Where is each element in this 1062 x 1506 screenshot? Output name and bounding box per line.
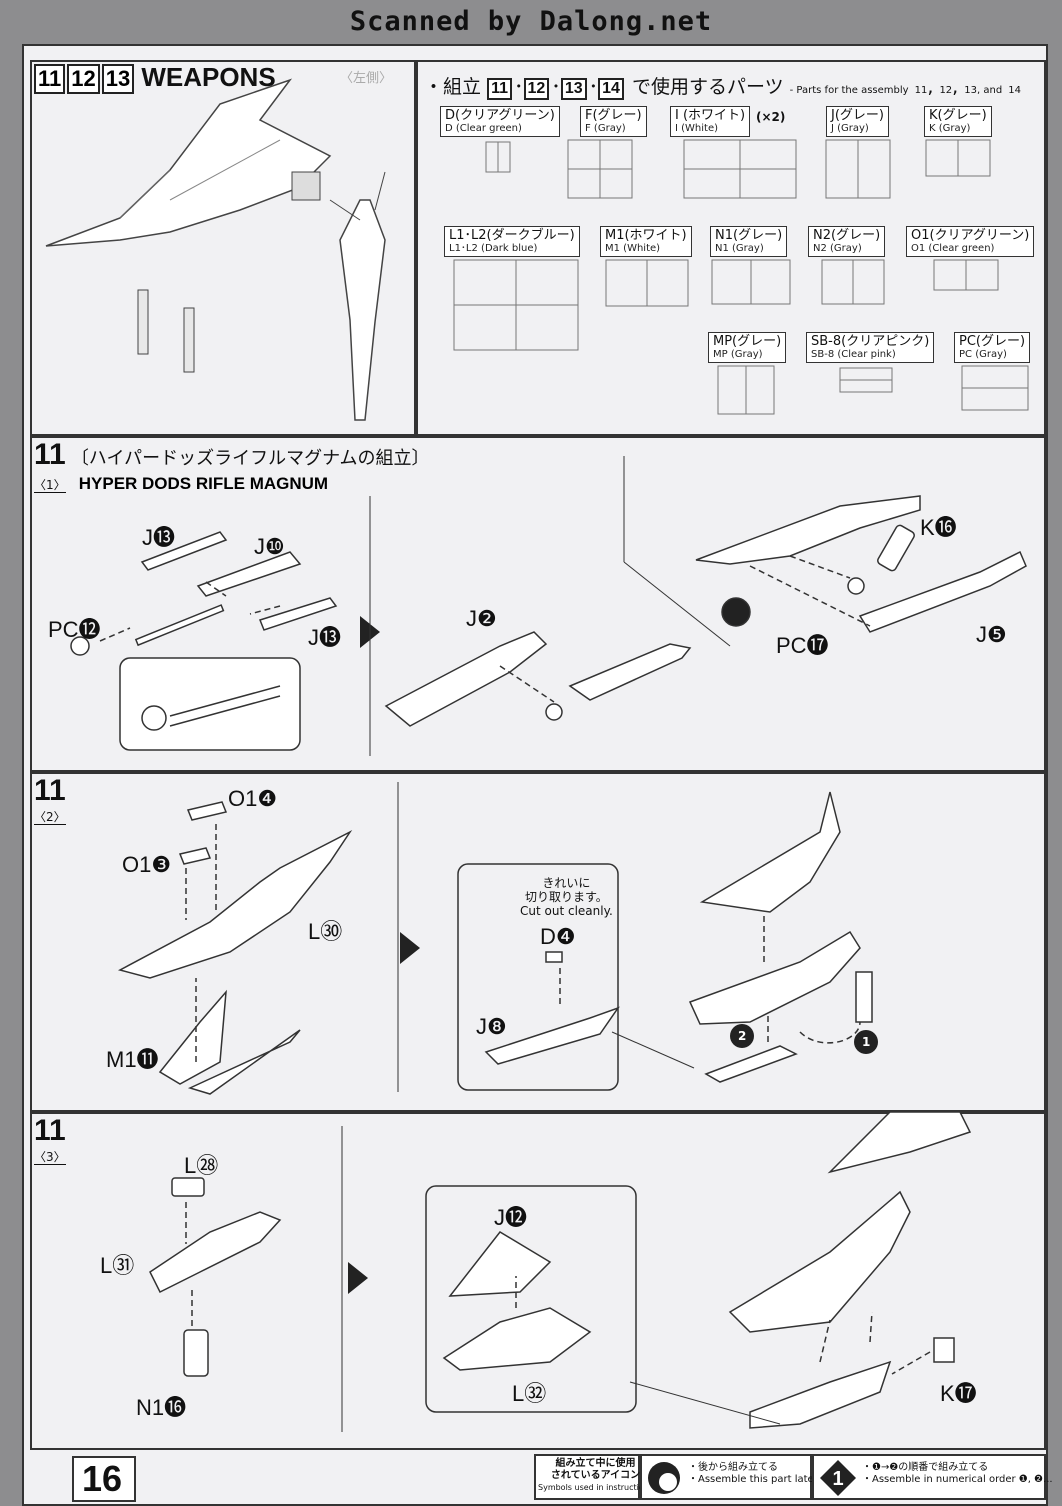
part-pc: PC(グレー)PC (Gray) [954,332,1031,363]
cut-note: きれいに切り取ります。Cut out cleanly. [520,876,613,918]
step-2-illustration [117,782,878,1095]
section-title: WEAPONS [141,62,276,92]
label-k16: K⓰ [920,515,957,540]
step-2-header: 11 〈2〉 [34,776,66,825]
label-o13: O1❸ [122,852,172,877]
section-step-12: 12 [67,64,100,94]
step-1-sub: 〈1〉 HYPER DODS RIFLE MAGNUM [34,474,329,493]
label-j10: J❿ [254,534,285,559]
label-j8: J❽ [476,1014,507,1039]
part-n1: N1(グレー)N1 (Gray) [710,226,788,257]
step-1-title-en: HYPER DODS RIFLE MAGNUM [78,474,329,493]
label-o14: O1❹ [228,786,278,811]
label-k17: K⓱ [940,1381,977,1406]
step-3-header: 11 〈3〉 [34,1116,66,1165]
label-l30: L㉚ [308,919,343,944]
section-step-13: 13 [101,64,135,94]
step-3-sub: 〈3〉 [34,1150,66,1165]
label-j12: J⓬ [494,1205,528,1230]
page-number: 16 [82,1458,123,1499]
part-n2: N2(グレー)N2 (Gray) [808,226,886,257]
label-j5: J❺ [976,622,1007,647]
corner-label: 〈左側〉 [340,71,393,86]
label-n16: N1⓰ [136,1395,187,1420]
part-j: J(グレー)J (Gray) [826,106,889,137]
part-m1: M1(ホワイト)M1 (White) [600,226,692,257]
step-1-panel [30,436,1046,772]
step-2-panel [30,772,1046,1112]
step-3-number: 11 [34,1114,66,1147]
parts-step-12: 12 [523,78,550,100]
part-o1: O1(クリアグリーン)O1 (Clear green) [906,226,1035,257]
part-l1-l2: L1･L2(ダークブルー)L1･L2 (Dark blue) [444,226,580,257]
order-1-badge: 1 [862,1035,871,1049]
label-j13a: J⓭ [142,525,176,550]
step-2-sub: 〈2〉 [34,810,66,825]
page-number-box [72,1456,136,1502]
legend-title-box [534,1454,640,1500]
part-i-count: (×2) [756,110,786,124]
label-l28: L㉘ [184,1153,219,1178]
watermark: Scanned by Dalong.net [349,6,713,37]
step-1-title-jp: 〔ハイパードッズライフルマグナムの組立〕 [70,448,430,469]
part-k: K(グレー)K (Gray) [924,106,992,137]
part-d: D(クリアグリーン)D (Clear green) [440,106,560,137]
step-3-panel [30,1112,1046,1450]
legend-order: ・❶→❷の順番で組み立てる・Assemble in numerical orde… [862,1462,1053,1485]
step-3-illustration [149,1111,972,1432]
assembly-order-icon: 1 [820,1460,856,1496]
label-pc17: PC⓱ [776,633,829,658]
weapon-overview-illustration [45,78,386,421]
parts-header: ・組立 11･12･13･14 で使用するパーツ - Parts for the… [424,76,1021,100]
step-2-number: 11 [34,774,66,807]
section-step-11: 11 [34,64,66,94]
order-2-badge: 2 [738,1029,747,1043]
parts-step-11: 11 [487,78,512,100]
part-i: I (ホワイト)I (White) [670,106,751,137]
legend-later: ・後から組み立てる・Assemble this part later. [688,1462,821,1485]
label-j2: J❷ [466,606,497,631]
runner-sprues [453,139,1029,415]
part-f: F(グレー)F (Gray) [580,106,647,137]
label-m11: M1⓫ [106,1047,159,1072]
parts-step-14: 14 [598,78,624,100]
label-d4: D❹ [540,924,576,949]
assemble-later-icon [648,1462,680,1494]
label-l31: L㉛ [100,1253,135,1278]
step-1-number: 11 [34,438,66,471]
label-l32: L㉜ [512,1381,547,1406]
part-mp: MP(グレー)MP (Gray) [708,332,787,363]
svg-text:1: 1 [832,1468,843,1490]
step-1-illustration [70,456,1027,756]
step-1-header: 11 〔ハイパードッズライフルマグナムの組立〕 [34,440,430,470]
parts-step-13: 13 [560,78,587,100]
label-pc12: PC⓬ [48,617,101,642]
part-sb8: SB-8(クリアピンク)SB-8 (Clear pink) [806,332,935,363]
label-j13b: J⓭ [308,625,342,650]
